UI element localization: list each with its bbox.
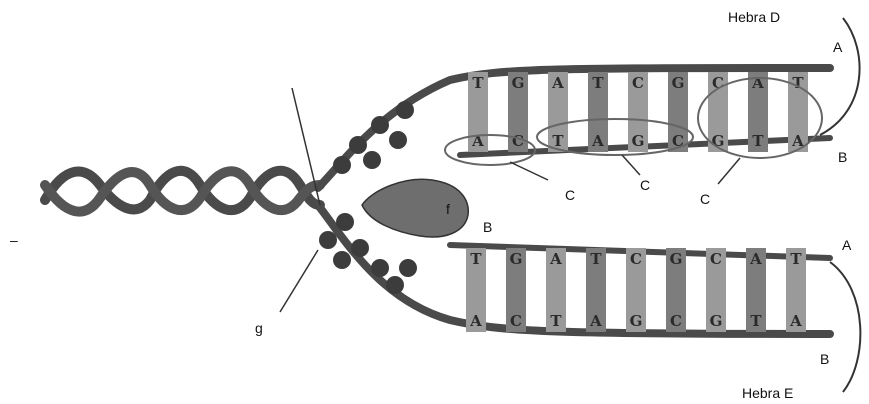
top-lower-base-8: T xyxy=(752,132,764,150)
c-label-3: C xyxy=(700,191,710,207)
bottom-upper-base-4: T xyxy=(590,250,602,268)
bottom-upper-base-2: G xyxy=(510,250,523,268)
top-lower-base-2: C xyxy=(512,132,524,150)
strand-d-label: Hebra D xyxy=(728,9,780,25)
top-upper-base-8: A xyxy=(751,74,764,92)
top-upper-base-5: C xyxy=(632,74,644,92)
bottom-lower-base-2: C xyxy=(510,312,522,330)
pointer-g-label: g xyxy=(255,320,263,336)
bottom-lower-base-8: T xyxy=(750,312,762,330)
middle-b-label: B xyxy=(483,219,492,235)
strand-e-label: Hebra E xyxy=(742,385,793,401)
bottom-upper-base-5: C xyxy=(630,250,642,268)
top-upper-base-2: G xyxy=(512,74,525,92)
upper-bead-cluster xyxy=(333,101,414,174)
top-lower-base-4: A xyxy=(591,132,604,150)
bottom-lower-base-5: G xyxy=(630,312,643,330)
enzyme-f-shape xyxy=(362,179,468,237)
bottom-a-label: A xyxy=(842,237,852,253)
top-upper-base-3: A xyxy=(551,74,564,92)
bottom-b-label: B xyxy=(820,351,829,367)
parental-double-helix xyxy=(45,171,320,212)
top-upper-base-1: T xyxy=(472,74,484,92)
bottom-upper-base-3: A xyxy=(549,250,562,268)
c-label-1: C xyxy=(565,187,575,203)
top-a-label: A xyxy=(833,39,843,55)
c-leaders xyxy=(510,155,740,184)
bottom-upper-base-1: T xyxy=(470,250,482,268)
bottom-lower-base-4: A xyxy=(589,312,602,330)
bottom-lower-base-1: A xyxy=(469,312,482,330)
bottom-lower-base-9: A xyxy=(789,312,802,330)
left-dash-label: – xyxy=(10,232,18,248)
bottom-lower-base-6: C xyxy=(670,312,682,330)
top-upper-base-6: G xyxy=(672,74,685,92)
enzyme-label: f xyxy=(446,201,450,217)
c-label-2: C xyxy=(640,177,650,193)
bottom-lower-base-3: T xyxy=(550,312,562,330)
bottom-lower-base-7: G xyxy=(710,312,723,330)
top-lower-base-5: G xyxy=(632,132,645,150)
top-b-label: B xyxy=(838,149,847,165)
bottom-upper-base-6: G xyxy=(670,250,683,268)
bottom-daughter-duplex: T A G C A T T A C G G C C G A T T A xyxy=(450,245,830,332)
bottom-upper-base-9: T xyxy=(790,250,802,268)
pointer-g-lower-line xyxy=(280,250,318,312)
top-upper-base-4: T xyxy=(592,74,604,92)
bottom-upper-base-8: A xyxy=(749,250,762,268)
bottom-upper-base-7: C xyxy=(710,250,722,268)
strand-d-bracket xyxy=(820,18,860,135)
strand-e-bracket xyxy=(830,262,860,392)
